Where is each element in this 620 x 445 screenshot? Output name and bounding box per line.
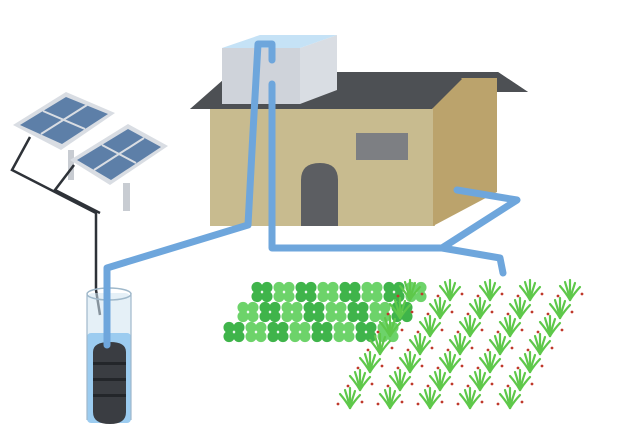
grass-icon — [526, 332, 554, 356]
grass-icon — [456, 386, 484, 410]
house-window — [356, 133, 408, 160]
grass-icon — [506, 368, 534, 392]
grass-icon — [396, 278, 424, 302]
grass-icon — [496, 386, 524, 410]
grass-icon — [416, 314, 444, 338]
panel-grid — [93, 137, 145, 171]
grass-icon — [436, 350, 464, 374]
grass-icon — [416, 386, 444, 410]
power-wire-2 — [53, 164, 101, 215]
clover-icon — [295, 281, 317, 303]
grass-icon — [426, 368, 454, 392]
clover-icon — [245, 321, 267, 343]
panel-stand — [123, 183, 130, 211]
pipe-to-grass — [438, 244, 507, 277]
clover-icon — [355, 321, 377, 343]
grass-icon — [376, 314, 404, 338]
grass-icon — [516, 350, 544, 374]
clover-field — [223, 281, 427, 343]
water-tank — [222, 35, 337, 104]
clover-icon — [273, 281, 295, 303]
grass-icon — [496, 314, 524, 338]
clover-icon — [377, 321, 399, 343]
clover-icon — [223, 321, 245, 343]
grass-icon — [426, 296, 454, 320]
pump-band — [93, 394, 126, 397]
clover-icon — [347, 301, 369, 323]
grass-icon — [386, 368, 414, 392]
clover-icon — [281, 301, 303, 323]
pump-icon — [93, 342, 126, 424]
grass-icon — [436, 278, 464, 302]
clover-icon — [361, 281, 383, 303]
grass-icon — [466, 296, 494, 320]
submersible-pump — [93, 342, 126, 424]
grass-icon — [466, 368, 494, 392]
grass-icon — [346, 368, 374, 392]
grass-icon — [556, 278, 584, 302]
grass-icon — [516, 278, 544, 302]
grass-icon — [476, 350, 504, 374]
grass-icon — [476, 278, 504, 302]
clover-icon — [251, 281, 273, 303]
clover-icon — [311, 321, 333, 343]
grass-icon — [456, 314, 484, 338]
grass-icon — [376, 386, 404, 410]
grass-icon — [406, 332, 434, 356]
tank-side — [300, 35, 337, 104]
grass-icon — [396, 350, 424, 374]
grass-icon — [446, 332, 474, 356]
solar-panel-back — [13, 92, 115, 180]
pump-band — [93, 362, 126, 365]
grass-icon — [536, 314, 564, 338]
clover-icon — [267, 321, 289, 343]
panel-stand — [68, 150, 74, 180]
grass-icon — [366, 332, 394, 356]
solar-panel-array — [13, 92, 168, 211]
grass-icon — [546, 296, 574, 320]
solar-panel-front — [70, 124, 168, 211]
clover-icon — [383, 281, 405, 303]
clover-icon — [259, 301, 281, 323]
clover-icon — [369, 301, 391, 323]
grass-icon — [356, 350, 384, 374]
grass-field — [336, 278, 584, 410]
panel-grid — [40, 104, 88, 135]
pipes — [103, 40, 521, 349]
clover-icon — [317, 281, 339, 303]
tank-front — [222, 48, 300, 104]
clover-icon — [339, 281, 361, 303]
clover-icon — [325, 301, 347, 323]
grass-icon — [486, 332, 514, 356]
clover-icon — [333, 321, 355, 343]
clover-icon — [289, 321, 311, 343]
pipe-well-to-tank — [103, 40, 276, 349]
pump-band — [93, 378, 126, 381]
grass-icon — [386, 296, 414, 320]
clover-icon — [303, 301, 325, 323]
grass-icon — [506, 296, 534, 320]
house-wall-side — [433, 78, 497, 226]
tank-top — [222, 35, 337, 48]
house-door — [301, 163, 338, 226]
grass-icon — [336, 386, 364, 410]
clover-icon — [237, 301, 259, 323]
